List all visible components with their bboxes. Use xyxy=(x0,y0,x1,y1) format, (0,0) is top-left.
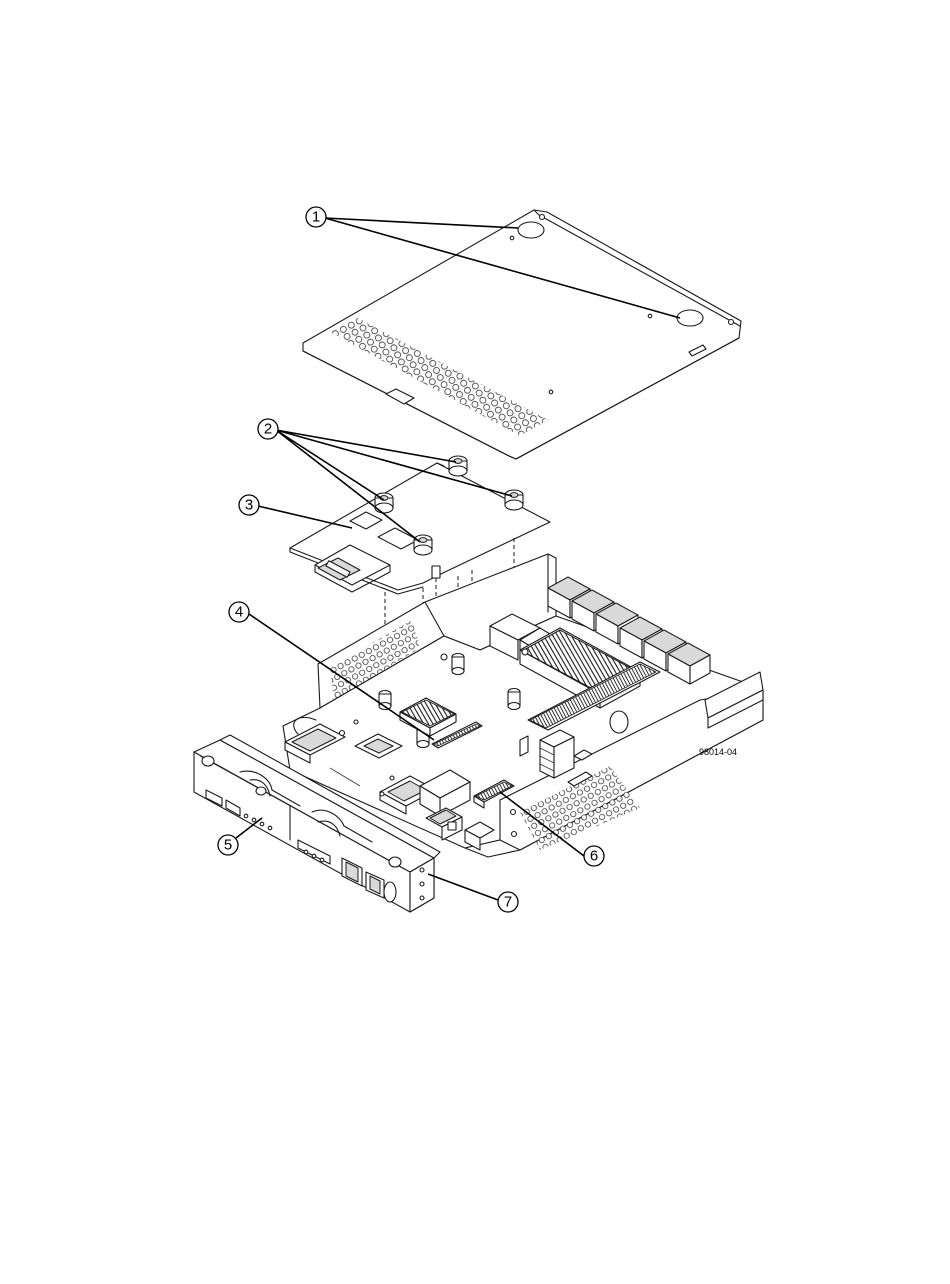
callout-3-label: 3 xyxy=(245,497,253,514)
callout-6-label: 6 xyxy=(590,848,598,865)
board-standoff-icon xyxy=(508,689,520,710)
callout-1-label: 1 xyxy=(312,209,320,226)
callout-2-label: 2 xyxy=(264,421,272,438)
callout-1: 1 xyxy=(306,207,326,227)
callout-5-label: 5 xyxy=(224,837,232,854)
standoff-icon xyxy=(505,490,523,510)
standoff-icon xyxy=(414,535,432,555)
top-cover xyxy=(303,210,741,459)
callout-4: 4 xyxy=(229,602,249,622)
callout-4-label: 4 xyxy=(235,604,243,621)
cover-hole-icon xyxy=(677,310,703,326)
standoff-icon xyxy=(449,456,467,476)
board-standoff-icon xyxy=(452,654,464,675)
callout-7-label: 7 xyxy=(504,894,512,911)
callout-6: 6 xyxy=(584,846,604,866)
cover-hole-icon xyxy=(518,222,544,238)
figure-reference: 98014-04 xyxy=(699,747,737,757)
callout-2: 2 xyxy=(258,419,278,439)
callout-5: 5 xyxy=(218,835,238,855)
callout-7: 7 xyxy=(498,892,518,912)
callout-3: 3 xyxy=(239,495,259,515)
